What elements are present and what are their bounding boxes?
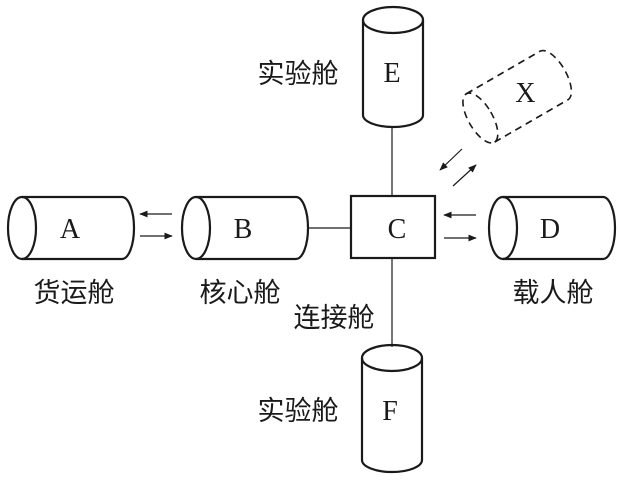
module-b-label: 核心舱 xyxy=(200,278,281,309)
module-c: C xyxy=(349,194,437,260)
module-e-letter: E xyxy=(383,58,400,89)
module-c-letter: C xyxy=(388,214,407,245)
module-c-label: 连接舱 xyxy=(294,303,375,334)
module-d-letter: D xyxy=(540,214,560,245)
arrows-c-d xyxy=(443,211,477,242)
module-a-letter: A xyxy=(60,214,81,245)
module-d: D xyxy=(487,195,617,261)
module-x: X xyxy=(462,49,573,144)
module-b: B xyxy=(180,195,310,261)
arrows-a-b xyxy=(139,210,173,240)
module-f: F xyxy=(360,343,424,474)
module-e: E xyxy=(361,5,425,129)
module-e-label: 实验舱 xyxy=(258,59,339,90)
arrows-c-x xyxy=(439,148,477,187)
module-b-letter: B xyxy=(234,214,253,245)
module-a: A xyxy=(6,195,136,261)
module-d-label: 载人舱 xyxy=(513,278,594,309)
module-a-label: 货运舱 xyxy=(34,278,115,309)
module-x-letter: X xyxy=(515,78,535,109)
module-f-label: 实验舱 xyxy=(258,396,339,427)
module-f-letter: F xyxy=(382,396,398,427)
